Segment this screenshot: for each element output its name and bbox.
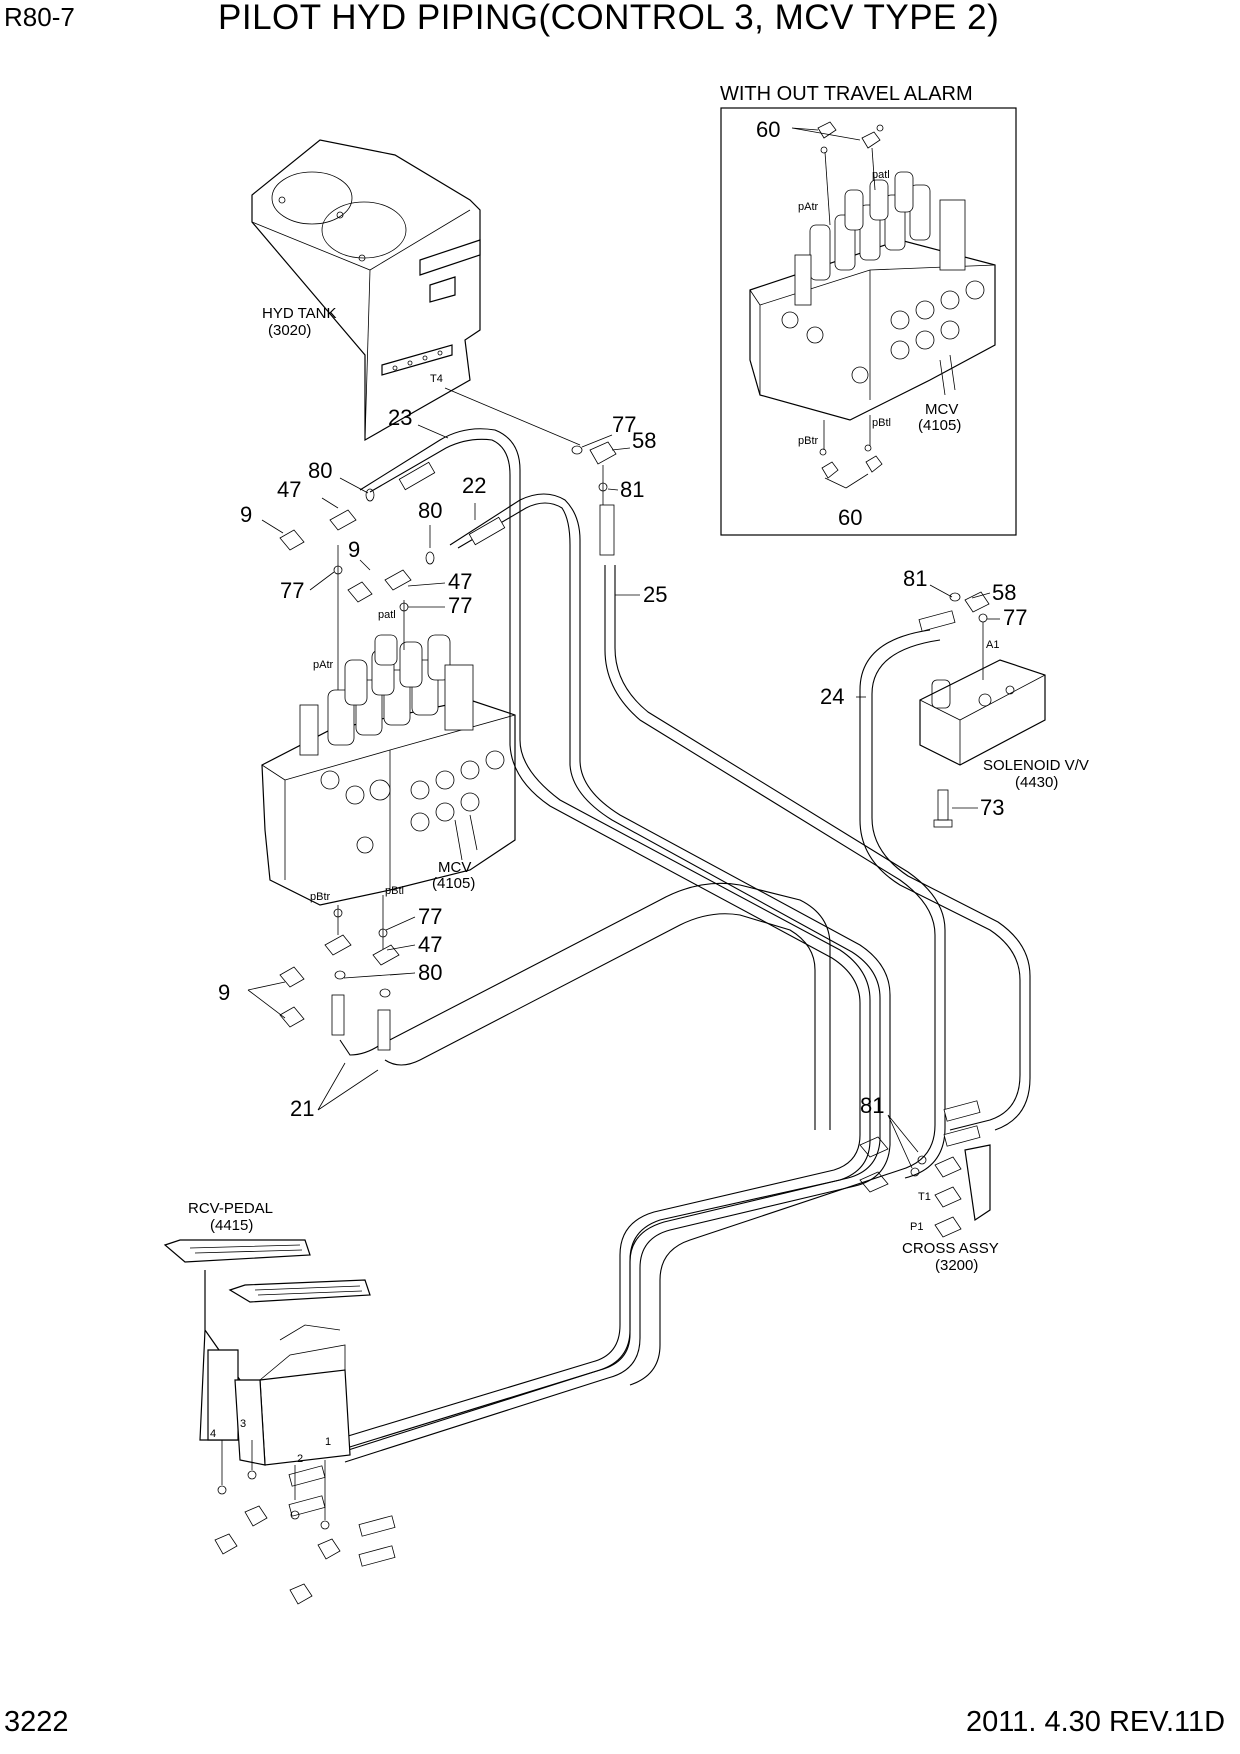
callout-9-upper-left: 9 [240, 502, 252, 527]
hyd-tank-port-t4: T4 [430, 373, 443, 385]
rcv-pedal-code: (4415) [210, 1217, 253, 1234]
callout-81-cross: 81 [860, 1093, 884, 1118]
rcv-pedal-label: RCV-PEDAL [188, 1200, 273, 1217]
callout-21: 21 [290, 1096, 314, 1121]
callout-81-solenoid: 81 [903, 566, 927, 591]
callout-77-lower: 77 [418, 904, 442, 929]
rcv-port-2: 2 [297, 1453, 303, 1465]
callout-77-upper-right: 77 [448, 593, 472, 618]
rcv-port-4: 4 [210, 1428, 216, 1440]
mcv-label: MCV [438, 859, 471, 876]
solenoid-valve [919, 591, 1046, 828]
page-title: PILOT HYD PIPING(CONTROL 3, MCV TYPE 2) [218, 0, 1000, 37]
inset-mcv-drawing [749, 121, 996, 489]
callout-77-solenoid: 77 [1003, 605, 1027, 630]
callout-9-lower: 9 [218, 980, 230, 1005]
callout-80-upper-right: 80 [418, 498, 442, 523]
hyd-tank [251, 139, 481, 442]
inset-callout-60-top: 60 [756, 117, 780, 142]
main-mcv [261, 634, 516, 906]
mcv-port-pbtl: pBtl [385, 885, 404, 897]
mcv-port-pbtr: pBtr [310, 891, 331, 903]
callout-47-upper-left: 47 [277, 477, 301, 502]
rcv-port-3: 3 [240, 1418, 246, 1430]
callout-73: 73 [980, 795, 1004, 820]
inset-panel: WITH OUT TRAVEL ALARM [720, 83, 1017, 536]
mcv-port-patl: patl [378, 609, 396, 621]
callout-81-tank: 81 [620, 477, 644, 502]
hoses [334, 387, 1031, 1463]
hose-ends [288, 461, 981, 1567]
revision-date: 2011. 4.30 REV.11D [966, 1706, 1226, 1738]
cross-port-p1: P1 [910, 1221, 923, 1233]
cross-assy [859, 1136, 991, 1238]
callout-77-upper-left: 77 [280, 578, 304, 603]
callout-24: 24 [820, 684, 844, 709]
cross-assy-label: CROSS ASSY [902, 1240, 999, 1257]
inset-callout-60-bottom: 60 [838, 505, 862, 530]
callout-58-tank: 58 [632, 428, 656, 453]
inset-mcv-code: (4105) [918, 417, 961, 434]
callout-22: 22 [462, 473, 486, 498]
mcv-port-patr: pAtr [313, 659, 334, 671]
inset-title: WITH OUT TRAVEL ALARM [720, 83, 973, 105]
mcv-fittings [279, 488, 435, 1028]
solenoid-port-a1: A1 [986, 639, 999, 651]
cross-port-t1: T1 [918, 1191, 931, 1203]
inset-frame [720, 107, 1017, 536]
tank-elbow [571, 441, 617, 505]
callout-77-tank: 77 [612, 412, 636, 437]
rcv-port-1: 1 [325, 1436, 331, 1448]
callout-58-solenoid: 58 [992, 580, 1016, 605]
callout-25: 25 [643, 582, 667, 607]
leader-lines [247, 424, 1000, 1169]
callout-47-lower: 47 [418, 932, 442, 957]
hyd-tank-label: HYD TANK [262, 305, 336, 322]
inset-port-pbtl: pBtl [872, 417, 891, 429]
callout-23: 23 [388, 405, 412, 430]
page-number: 3222 [4, 1706, 69, 1738]
callout-80-upper-left: 80 [308, 458, 332, 483]
inset-port-patl: patl [872, 169, 890, 181]
callout-47-upper-right: 47 [448, 569, 472, 594]
callout-80-lower: 80 [418, 960, 442, 985]
inset-port-patr: pAtr [798, 201, 819, 213]
cross-assy-code: (3200) [935, 1257, 978, 1274]
mcv-code: (4105) [432, 875, 475, 892]
inset-port-pbtr: pBtr [798, 435, 819, 447]
solenoid-code: (4430) [1015, 774, 1058, 791]
inset-mcv-label: MCV [925, 401, 958, 418]
callout-9-upper-right: 9 [348, 537, 360, 562]
rcv-pedal [163, 1239, 371, 1605]
model-code: R80-7 [4, 2, 75, 32]
solenoid-label: SOLENOID V/V [983, 757, 1089, 774]
hyd-tank-code: (3020) [268, 322, 311, 339]
